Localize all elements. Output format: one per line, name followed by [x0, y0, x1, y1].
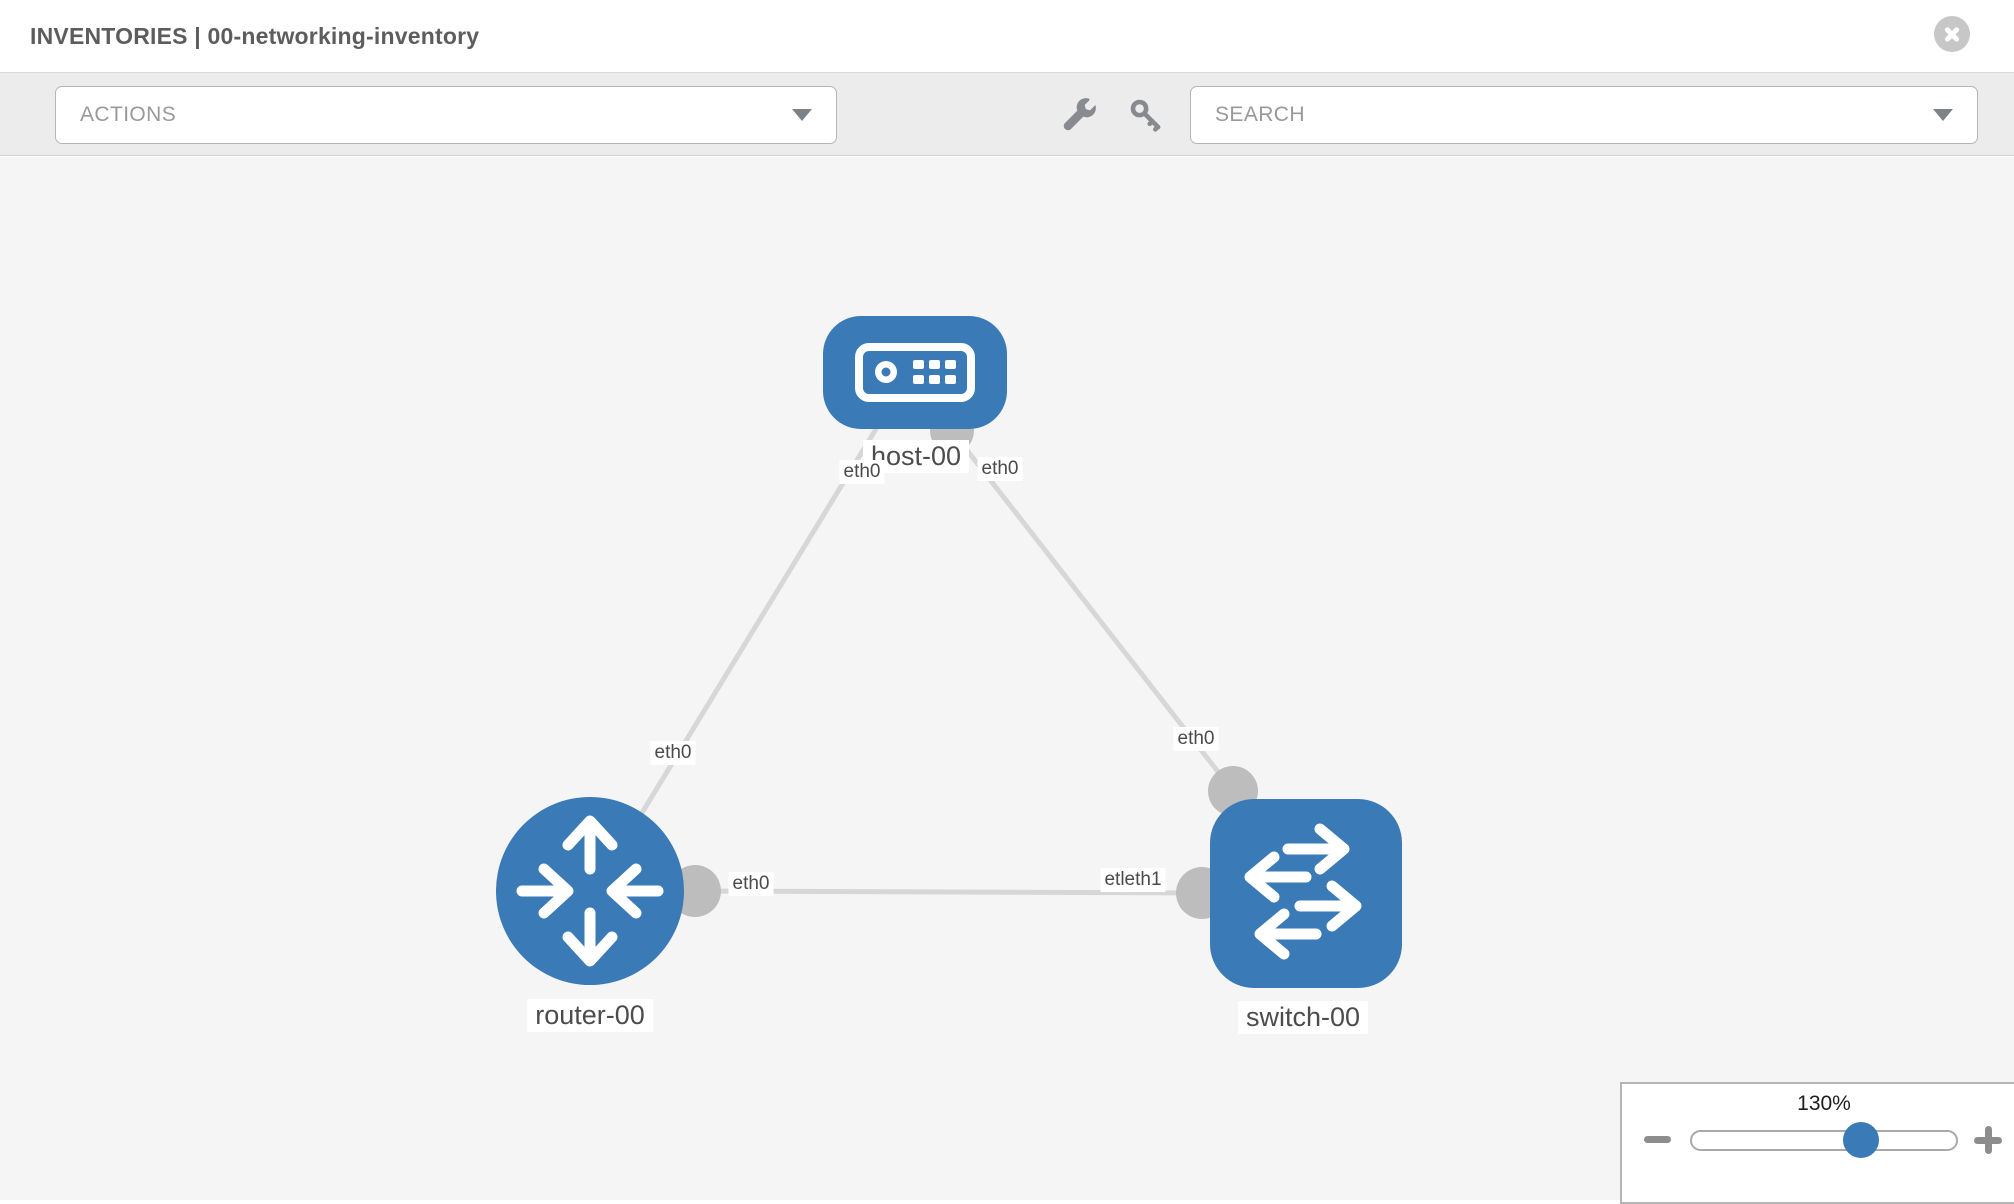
iface-label-switch-top: eth0: [1173, 727, 1219, 751]
page-title: INVENTORIES | 00-networking-inventory: [30, 23, 480, 49]
iface-label-host-left: eth0: [839, 460, 885, 484]
zoom-slider[interactable]: [1690, 1122, 1958, 1158]
caret-down-icon: [792, 109, 812, 121]
configure-button[interactable]: [1060, 95, 1100, 135]
switch-icon: [1244, 823, 1362, 960]
node-label-router: router-00: [527, 999, 653, 1032]
node-switch[interactable]: [1210, 799, 1402, 988]
link-router-switch: [692, 888, 1205, 896]
node-label-switch: switch-00: [1237, 1001, 1369, 1034]
topology-canvas[interactable]: host-00 router-00 switch-00 eth0 eth0 et…: [0, 157, 2014, 1200]
close-button[interactable]: [1934, 16, 1970, 52]
toolbar: ACTIONS SEARCH: [0, 72, 2014, 156]
iface-label-router-right: eth0: [728, 872, 774, 896]
router-icon: [516, 815, 664, 967]
zoom-out-button[interactable]: [1644, 1136, 1671, 1143]
zoom-in-button[interactable]: [1974, 1126, 2002, 1154]
header-bar: INVENTORIES | 00-networking-inventory: [0, 0, 2014, 72]
zoom-slider-knob[interactable]: [1843, 1122, 1879, 1158]
zoom-panel: 130%: [1620, 1082, 2014, 1204]
node-label-host: host-00: [862, 440, 970, 473]
zoom-value: 130%: [1797, 1092, 1851, 1115]
iface-label-switch-left: etleth1: [1100, 868, 1166, 892]
iface-label-host-router-link: eth0: [650, 741, 696, 765]
node-router[interactable]: [496, 797, 684, 985]
caret-down-icon: [1933, 109, 1953, 121]
actions-dropdown-label: ACTIONS: [80, 103, 177, 126]
node-host[interactable]: [823, 316, 1007, 429]
link-host-router: [595, 426, 879, 888]
wrench-icon: [1063, 98, 1097, 131]
topology-links: [595, 426, 1236, 896]
credentials-button[interactable]: [1126, 95, 1166, 135]
iface-label-host-right: eth0: [977, 457, 1023, 481]
host-icon: [855, 343, 975, 402]
search-dropdown[interactable]: SEARCH: [1190, 86, 1978, 144]
actions-dropdown[interactable]: ACTIONS: [55, 86, 837, 144]
port-connectors: [669, 409, 1258, 919]
key-icon: [1130, 99, 1161, 132]
search-dropdown-label: SEARCH: [1215, 103, 1305, 126]
